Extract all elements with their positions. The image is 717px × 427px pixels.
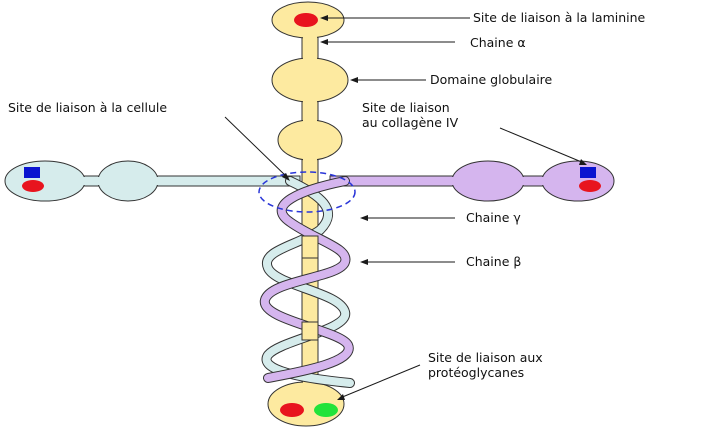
collagen-binding-site [580, 167, 596, 178]
beta-red-site [22, 180, 44, 192]
beta-globular-domain [98, 161, 158, 201]
beta-end-domain [5, 161, 85, 201]
gamma-end-domain [542, 161, 614, 201]
alpha-bottom-domain [268, 382, 344, 426]
globular-domain-1 [272, 58, 348, 102]
bottom-red-site [280, 403, 304, 417]
proteoglycan-binding-site [314, 403, 338, 417]
beta-blue-site [24, 167, 40, 178]
label-proteoglycan-site-1: Site de liaison aux [428, 350, 543, 365]
label-beta-chain: Chaine β [466, 254, 521, 269]
label-proteoglycan-site-2: protéoglycanes [428, 365, 524, 380]
gamma-globular-domain [452, 161, 524, 201]
label-cell-site: Site de liaison à la cellule [8, 100, 167, 115]
label-laminin-site: Site de liaison à la laminine [473, 10, 646, 25]
label-collagen-site-2: au collagène IV [362, 115, 459, 130]
label-collagen-site-1: Site de liaison [362, 100, 450, 115]
label-gamma-chain: Chaine γ [466, 210, 521, 225]
laminin-binding-site [294, 13, 318, 27]
label-alpha-chain: Chaine α [470, 35, 526, 50]
label-globular-domain: Domaine globulaire [430, 72, 553, 87]
globular-domain-2 [278, 120, 342, 160]
gamma-red-site [579, 180, 601, 192]
